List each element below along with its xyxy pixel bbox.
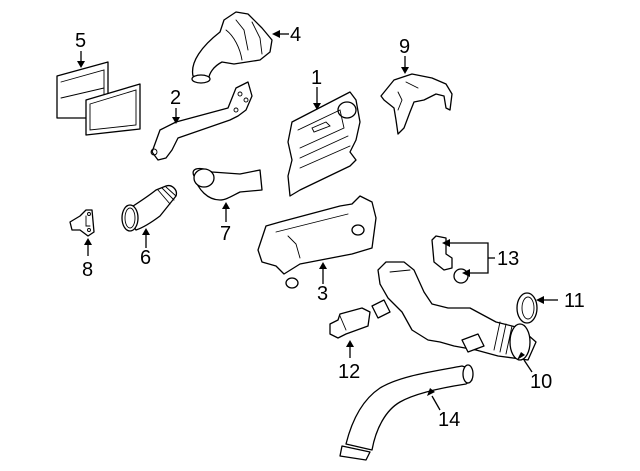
part-6-intake-hose[interactable] (121, 184, 178, 232)
callout-2: 2 (170, 87, 181, 109)
callout-11: 11 (564, 290, 585, 312)
callout-12: 12 (338, 361, 360, 383)
part-11-clamp-ring[interactable] (516, 292, 538, 324)
callout-6: 6 (140, 247, 151, 269)
callout-3: 3 (317, 283, 328, 305)
part-9-heat-shield[interactable] (380, 73, 453, 135)
part-1-air-cleaner-housing[interactable] (287, 91, 361, 197)
part-4-intake-duct-upper[interactable] (191, 11, 273, 84)
callout-14: 14 (438, 409, 460, 431)
leader-lines (77, 30, 558, 411)
part-12-maf-sensor[interactable] (329, 307, 371, 339)
part-7-intake-duct[interactable] (192, 167, 263, 201)
part-3-lower-housing[interactable] (257, 195, 377, 289)
callout-labels: 5 4 2 1 9 8 6 7 3 13 11 12 10 14 (75, 24, 585, 431)
callout-8: 8 (82, 259, 93, 281)
part-8-mount-bracket[interactable] (69, 209, 95, 237)
callout-13: 13 (497, 248, 519, 270)
part-14-intake-pipe[interactable] (339, 364, 474, 461)
callout-1: 1 (311, 67, 322, 89)
callout-5: 5 (75, 30, 86, 52)
part-5-air-filters[interactable] (56, 61, 141, 136)
part-10-air-intake-tube[interactable] (371, 261, 537, 361)
callout-9: 9 (399, 36, 410, 58)
part-2-bracket[interactable] (150, 81, 253, 161)
callout-7: 7 (220, 223, 231, 245)
callout-4: 4 (290, 24, 301, 46)
callout-10: 10 (530, 371, 552, 393)
